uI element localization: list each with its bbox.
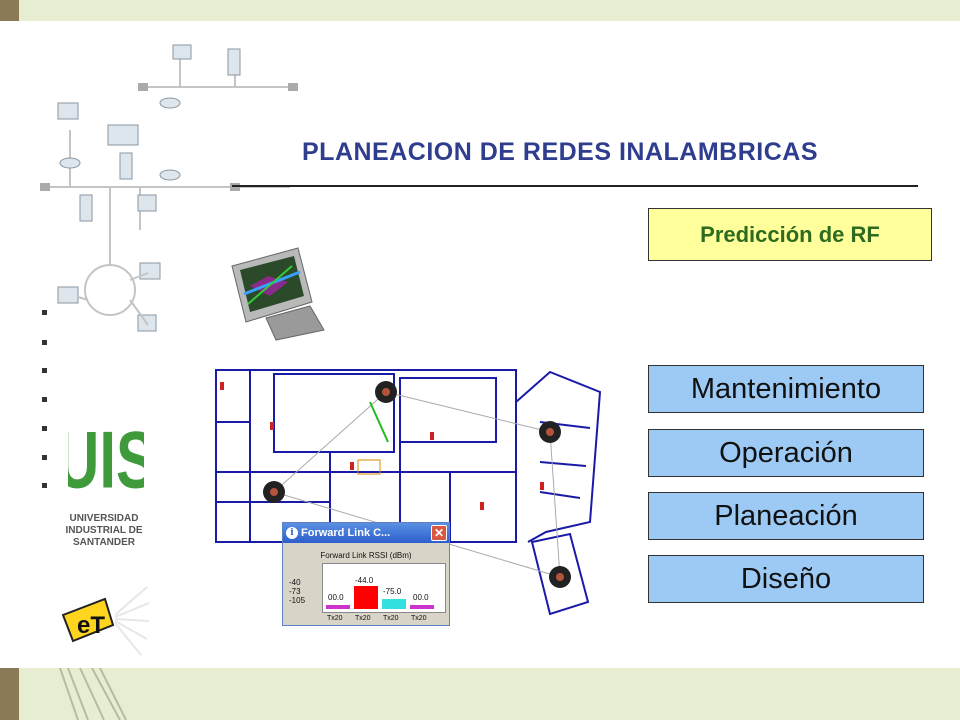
bar-category-label: Tx20 — [355, 615, 371, 622]
bullet-marker — [42, 340, 47, 345]
y-tick-label: -40 — [289, 578, 301, 587]
maintenance-button[interactable]: Mantenimiento — [648, 365, 924, 413]
bullet-marker — [42, 455, 47, 460]
bottom-accent-tab — [0, 668, 19, 720]
bottom-swoosh-decoration — [59, 667, 127, 720]
network-diagram-illustration — [40, 44, 298, 332]
bar-value-label: 00.0 — [413, 593, 429, 602]
bar-category-label: Tx20 — [411, 615, 427, 622]
bullet-marker — [42, 310, 47, 315]
uis-logo-text: UIS — [68, 415, 144, 505]
bullet-marker — [42, 483, 47, 488]
et-logo: eT — [61, 586, 150, 656]
rssi-bar — [410, 605, 434, 609]
bar-category-label: Tx20 — [327, 615, 343, 622]
popup-subtitle: Forward Link RSSI (dBm) — [320, 551, 412, 560]
monitor-illustration — [231, 247, 325, 341]
bar-value-label: 00.0 — [328, 593, 344, 602]
rssi-bar — [354, 586, 378, 609]
page-title: PLANEACION DE REDES INALAMBRICAS — [302, 138, 819, 166]
bar-value-label: -44.0 — [355, 576, 374, 585]
bottom-band — [0, 667, 960, 720]
info-icon: i — [286, 527, 298, 539]
uis-logo: UIS — [68, 415, 144, 505]
svg-text:eT: eT — [77, 612, 105, 639]
bar-value-label: -75.0 — [383, 587, 402, 596]
top-band — [0, 0, 960, 21]
rssi-bar — [382, 599, 406, 609]
planning-button[interactable]: Planeación — [648, 492, 924, 540]
university-caption: UNIVERSIDAD INDUSTRIAL DE SANTANDER — [65, 513, 143, 548]
rf-prediction-box: Predicción de RF — [648, 208, 932, 261]
forward-link-popup[interactable]: i Forward Link C... ✕ Forward Link RSSI … — [282, 522, 450, 626]
popup-title-bar[interactable]: i Forward Link C... — [283, 523, 449, 543]
bar-category-label: Tx20 — [383, 615, 399, 622]
close-icon[interactable]: ✕ — [431, 525, 447, 541]
y-tick-label: -105 — [289, 596, 306, 605]
operation-button[interactable]: Operación — [648, 429, 924, 477]
rssi-bar — [326, 605, 350, 609]
floor-plan-map — [215, 369, 602, 616]
bullet-marker — [42, 426, 47, 431]
top-accent-tab — [0, 0, 19, 21]
design-button[interactable]: Diseño — [648, 555, 924, 603]
popup-title-text: Forward Link C... — [301, 527, 391, 539]
bullet-marker — [42, 397, 47, 402]
title-divider — [232, 185, 918, 187]
y-tick-label: -73 — [289, 587, 301, 596]
bullet-marker — [42, 368, 47, 373]
